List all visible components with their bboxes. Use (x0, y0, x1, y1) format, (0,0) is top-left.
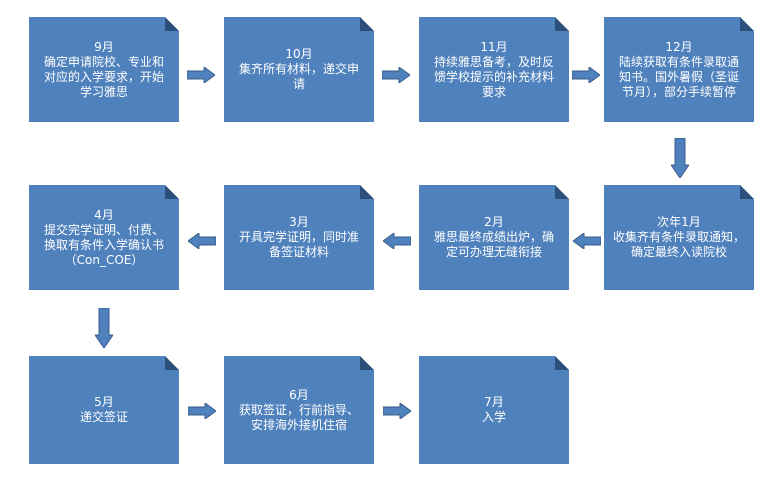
step-card-oct: 10月 集齐所有材料，递交申 请 (224, 17, 374, 122)
card-fold (165, 17, 179, 31)
step-month: 9月 (94, 39, 114, 54)
step-card-feb: 2月 雅思最终成绩出炉，确 定可办理无缝衔接 (419, 185, 569, 290)
card-fold (555, 356, 569, 370)
card-fold (165, 185, 179, 199)
arrow-right-icon (383, 403, 411, 419)
step-description: 陆续获取有条件录取通 知书。国外暑假（圣诞 节月），部分手续暂停 (618, 54, 739, 99)
step-description: 雅思最终成绩出炉，确 定可办理无缝衔接 (433, 230, 554, 259)
card-fold (555, 17, 569, 31)
step-description: 递交签证 (79, 410, 128, 424)
step-month: 12月 (665, 39, 693, 54)
step-description: 入学 (481, 410, 506, 424)
step-month: 7月 (484, 395, 504, 409)
step-card-apr: 4月 提交完学证明、付费、 换取有条件入学确认书 （Con_COE） (29, 185, 179, 290)
step-card-nov: 11月 持续雅思备考，及时反 馈学校提示的补充材料 要求 (419, 17, 569, 122)
step-month: 2月 (484, 215, 504, 229)
step-card-may: 5月 递交签证 (29, 356, 179, 464)
arrow-down-icon (95, 308, 113, 348)
step-description: 获取签证，行前指导、 安排海外接机住宿 (238, 402, 359, 432)
step-card-sep: 9月 确定申请院校、专业和 对应的入学要求，开始 学习雅思 (29, 17, 179, 122)
step-card-jun: 6月 获取签证，行前指导、 安排海外接机住宿 (224, 356, 374, 464)
card-fold (360, 356, 374, 370)
card-fold (740, 17, 754, 31)
step-description: 确定申请院校、专业和 对应的入学要求，开始 学习雅思 (43, 54, 164, 99)
step-description: 持续雅思备考，及时反 馈学校提示的补充材料 要求 (433, 54, 554, 99)
arrow-right-icon (188, 403, 216, 419)
step-description: 收集齐有条件录取通知， 确定最终入读院校 (612, 230, 745, 259)
step-month: 6月 (289, 387, 309, 402)
step-month: 5月 (94, 395, 114, 409)
step-card-jul: 7月 入学 (419, 356, 569, 464)
arrow-right-icon (572, 67, 600, 83)
card-fold (740, 185, 754, 199)
card-fold (360, 17, 374, 31)
step-description: 集齐所有材料，递交申 请 (238, 62, 359, 91)
step-month: 10月 (285, 47, 313, 61)
card-fold (165, 356, 179, 370)
arrow-left-icon (573, 233, 601, 249)
step-card-dec: 12月 陆续获取有条件录取通 知书。国外暑假（圣诞 节月），部分手续暂停 (604, 17, 754, 122)
step-month: 3月 (289, 215, 309, 229)
arrow-down-icon (671, 138, 689, 178)
card-fold (555, 185, 569, 199)
step-card-jan-next-year: 次年1月 收集齐有条件录取通知， 确定最终入读院校 (604, 185, 754, 290)
arrow-left-icon (383, 233, 411, 249)
arrow-right-icon (382, 67, 410, 83)
step-month: 4月 (94, 207, 114, 222)
arrow-left-icon (188, 233, 216, 249)
arrow-right-icon (187, 67, 215, 83)
step-card-mar: 3月 开具完学证明，同时准 备签证材料 (224, 185, 374, 290)
step-month: 次年1月 (657, 215, 701, 229)
card-fold (360, 185, 374, 199)
step-month: 11月 (480, 39, 508, 54)
step-description: 开具完学证明，同时准 备签证材料 (238, 230, 359, 259)
step-description: 提交完学证明、付费、 换取有条件入学确认书 （Con_COE） (43, 222, 164, 267)
